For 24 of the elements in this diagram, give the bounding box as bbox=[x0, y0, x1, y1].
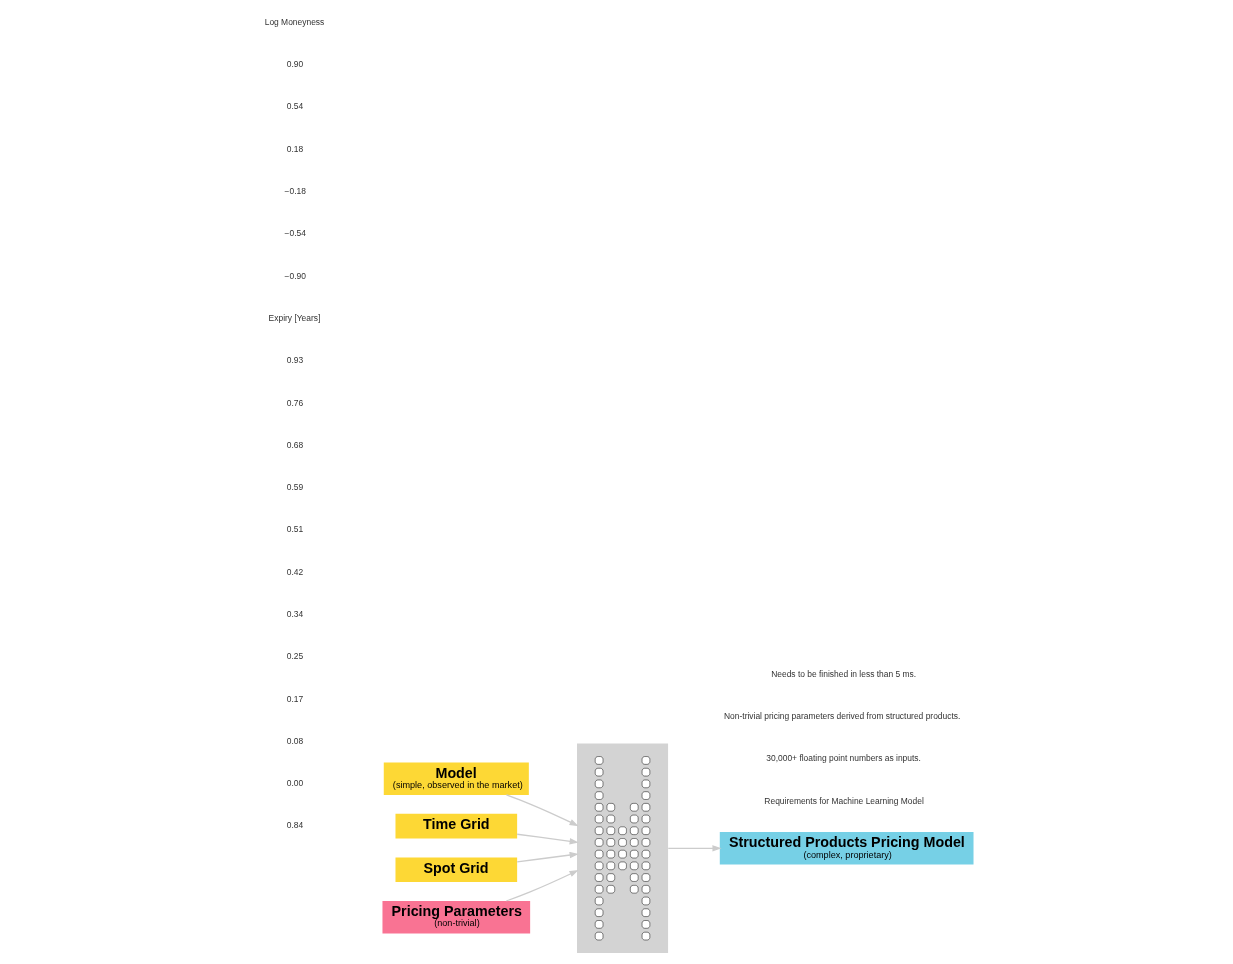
label: 30,000+ floating point numbers as inputs. bbox=[765, 753, 921, 764]
label: 0.54 bbox=[286, 101, 303, 112]
label: Non-trivial pricing parameters derived from structured products. bbox=[723, 711, 960, 722]
label: 0.59 bbox=[286, 482, 303, 493]
label: −0.18 bbox=[284, 186, 306, 197]
label: 0.18 bbox=[286, 143, 303, 154]
label: Log Moneyness bbox=[264, 16, 324, 27]
label: 0.51 bbox=[286, 524, 303, 535]
label: Requirements for Machine Learning Model bbox=[763, 795, 924, 806]
label: 0.84 bbox=[286, 820, 303, 831]
label: 0.93 bbox=[286, 355, 303, 366]
label: 0.76 bbox=[286, 397, 303, 408]
label: 0.17 bbox=[286, 693, 303, 704]
label: 0.90 bbox=[286, 59, 303, 70]
label: 0.25 bbox=[286, 651, 303, 662]
label: 0.08 bbox=[286, 735, 303, 746]
label: 0.42 bbox=[286, 566, 303, 577]
label: 0.68 bbox=[286, 439, 303, 450]
label: Needs to be finished in less than 5 ms. bbox=[770, 668, 916, 679]
label: −0.54 bbox=[284, 228, 306, 239]
label: Expiry [Years] bbox=[268, 312, 320, 323]
label: 0.34 bbox=[286, 608, 303, 619]
label: −0.90 bbox=[284, 270, 306, 281]
label: 0.00 bbox=[286, 778, 303, 789]
